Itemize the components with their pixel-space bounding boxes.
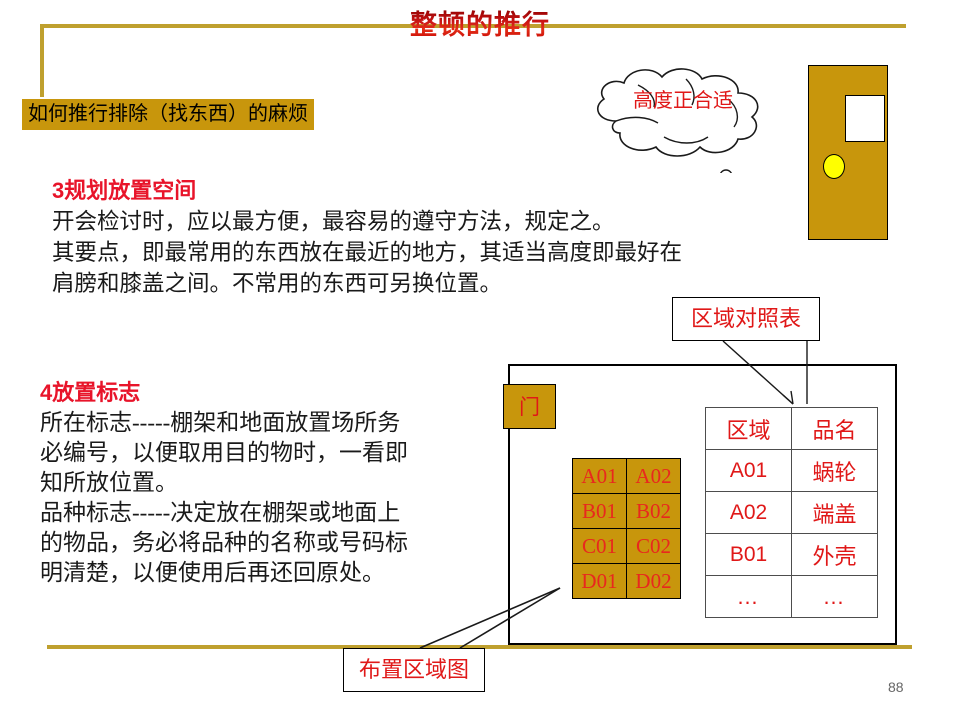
section-4-line: 必编号，以便取用目的物时，一看即	[40, 440, 408, 465]
zone-cell: A01	[572, 458, 627, 494]
section-4-line: 所在标志-----棚架和地面放置场所务	[40, 410, 401, 435]
zone-cell: A02	[626, 458, 681, 494]
table-cell-name: 外壳	[791, 533, 878, 576]
door-knob-icon	[823, 154, 845, 179]
table-header-cell: 区域	[705, 407, 792, 450]
section-4-line: 知所放位置。	[40, 470, 178, 495]
section-4-heading-text: 放置标志	[52, 380, 141, 405]
section-4-number: 4	[40, 380, 53, 405]
zone-grid-row: B01 B02	[572, 493, 681, 529]
section-4-line: 的物品，务必将品种的名称或号码标	[40, 530, 408, 555]
table-header-cell: 品名	[791, 407, 878, 450]
thought-cloud-icon	[578, 63, 798, 183]
section-3-heading-text: 规划放置空间	[64, 178, 197, 203]
section-4: 4放置标志 所在标志-----棚架和地面放置场所务 必编号，以便取用目的物时，一…	[40, 378, 408, 588]
table-cell-zone: A01	[705, 449, 792, 492]
zone-grid-row: D01 D02	[572, 563, 681, 599]
gold-left-rule	[40, 24, 44, 97]
door-illustration	[808, 65, 888, 240]
table-row: … …	[705, 575, 878, 618]
door-window-icon	[845, 95, 885, 142]
subtitle-highlight-bar: 如何推行排除（找东西）的麻烦	[22, 99, 314, 130]
callout-reference-table-label: 区域对照表	[672, 297, 820, 341]
section-3: 3规划放置空间 开会检讨时，应以最方便，最容易的遵守方法，规定之。 其要点，即最…	[52, 176, 682, 299]
zone-cell: D01	[572, 563, 627, 599]
table-header-row: 区域 品名	[705, 407, 878, 450]
room-door-label: 门	[503, 384, 556, 429]
table-cell-name: 端盖	[791, 491, 878, 534]
table-cell-zone: B01	[705, 533, 792, 576]
section-3-line: 其要点，即最常用的东西放在最近的地方，其适当高度即最好在	[52, 240, 683, 265]
zone-cell: B02	[626, 493, 681, 529]
callout-layout-diagram-label: 布置区域图	[343, 648, 485, 692]
table-cell-name: …	[791, 575, 878, 618]
section-4-line: 明清楚，以便使用后再还回原处。	[40, 560, 385, 585]
page-number: 88	[888, 679, 904, 695]
thought-cloud-text: 高度正合适	[633, 90, 733, 112]
gold-top-rule	[40, 24, 906, 28]
zone-cell: D02	[626, 563, 681, 599]
section-3-number: 3	[52, 178, 65, 203]
zone-cell: C01	[572, 528, 627, 564]
table-row: A02 端盖	[705, 491, 878, 534]
zone-grid-row: C01 C02	[572, 528, 681, 564]
table-row: A01 蜗轮	[705, 449, 878, 492]
table-row: B01 外壳	[705, 533, 878, 576]
section-3-line: 肩膀和膝盖之间。不常用的东西可另换位置。	[52, 271, 503, 296]
section-3-line: 开会检讨时，应以最方便，最容易的遵守方法，规定之。	[52, 209, 615, 234]
section-4-line: 品种标志-----决定放在棚架或地面上	[40, 500, 401, 525]
zone-cell: C02	[626, 528, 681, 564]
table-cell-zone: A02	[705, 491, 792, 534]
table-cell-zone: …	[705, 575, 792, 618]
zone-grid: A01 A02 B01 B02 C01 C02 D01 D02	[572, 458, 681, 599]
section-3-heading: 3规划放置空间	[52, 176, 682, 206]
zone-grid-row: A01 A02	[572, 458, 681, 494]
zone-cell: B01	[572, 493, 627, 529]
section-4-heading: 4放置标志	[40, 378, 408, 408]
zone-reference-table: 区域 品名 A01 蜗轮 A02 端盖 B01 外壳 … …	[705, 407, 878, 618]
room-layout-diagram	[508, 364, 897, 645]
table-cell-name: 蜗轮	[791, 449, 878, 492]
page-title: 整顿的推行	[0, 8, 960, 42]
